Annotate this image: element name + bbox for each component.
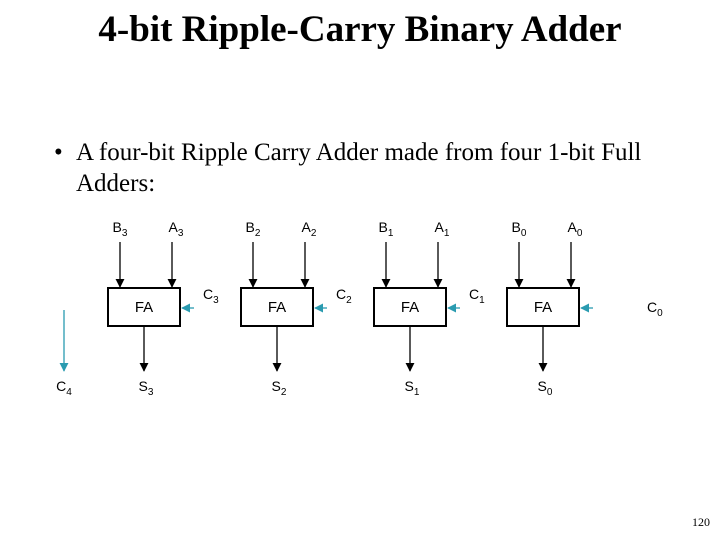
carry-label: C2 (336, 286, 352, 306)
full-adder-label: FA (534, 299, 552, 316)
input-b-label: B2 (246, 219, 261, 239)
slide-title: 4-bit Ripple-Carry Binary Adder (98, 9, 622, 50)
page-number: 120 (692, 515, 710, 529)
input-a-label: A3 (169, 219, 184, 239)
carry-out-label: C4 (56, 378, 72, 398)
carry-label: C1 (469, 286, 485, 306)
carry-label: C0 (647, 299, 663, 319)
full-adder-box (506, 287, 580, 327)
input-b-label: B0 (512, 219, 527, 239)
input-a-label: A2 (302, 219, 317, 239)
full-adder-box (373, 287, 447, 327)
bullet-text: A four-bit Ripple Carry Adder made from … (76, 139, 642, 197)
bullet-marker: • (54, 139, 63, 166)
input-b-label: B3 (113, 219, 128, 239)
carry-label: C3 (203, 286, 219, 306)
full-adder-label: FA (135, 299, 153, 316)
input-a-label: A1 (435, 219, 450, 239)
full-adder-box (240, 287, 314, 327)
full-adder-label: FA (268, 299, 286, 316)
sum-label: S2 (272, 378, 287, 398)
input-a-label: A0 (568, 219, 583, 239)
input-b-label: B1 (379, 219, 394, 239)
full-adder-label: FA (401, 299, 419, 316)
sum-label: S1 (405, 378, 420, 398)
sum-label: S0 (538, 378, 553, 398)
sum-label: S3 (139, 378, 154, 398)
